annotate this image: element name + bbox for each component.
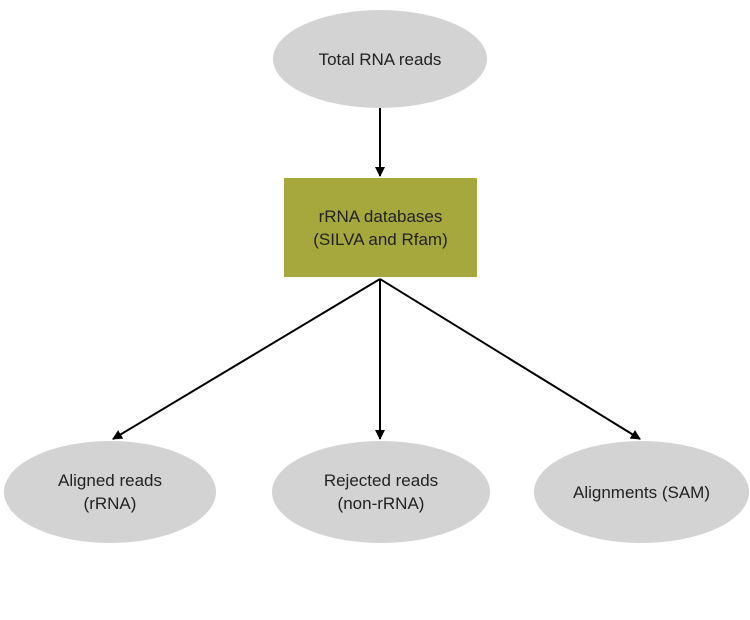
- edge-databases-to-alignments: [379, 278, 641, 440]
- node-aligned-reads-label: Aligned reads (rRNA): [58, 471, 162, 513]
- node-rejected-reads: Rejected reads (non-rRNA): [272, 441, 490, 543]
- edge-databases-to-aligned: [112, 278, 381, 440]
- node-total-rna-reads-label: Total RNA reads: [318, 49, 442, 69]
- node-rrna-databases: rRNA databases (SILVA and Rfam): [284, 178, 477, 277]
- node-total-rna-reads: Total RNA reads: [273, 10, 487, 108]
- node-rejected-reads-label: Rejected reads (non-rRNA): [323, 471, 439, 513]
- node-alignments-sam-label: Alignments (SAM): [573, 482, 710, 502]
- node-rrna-databases-label: rRNA databases (SILVA and Rfam): [313, 206, 448, 249]
- node-alignments-sam: Alignments (SAM): [534, 441, 749, 543]
- node-aligned-reads: Aligned reads (rRNA): [4, 441, 216, 543]
